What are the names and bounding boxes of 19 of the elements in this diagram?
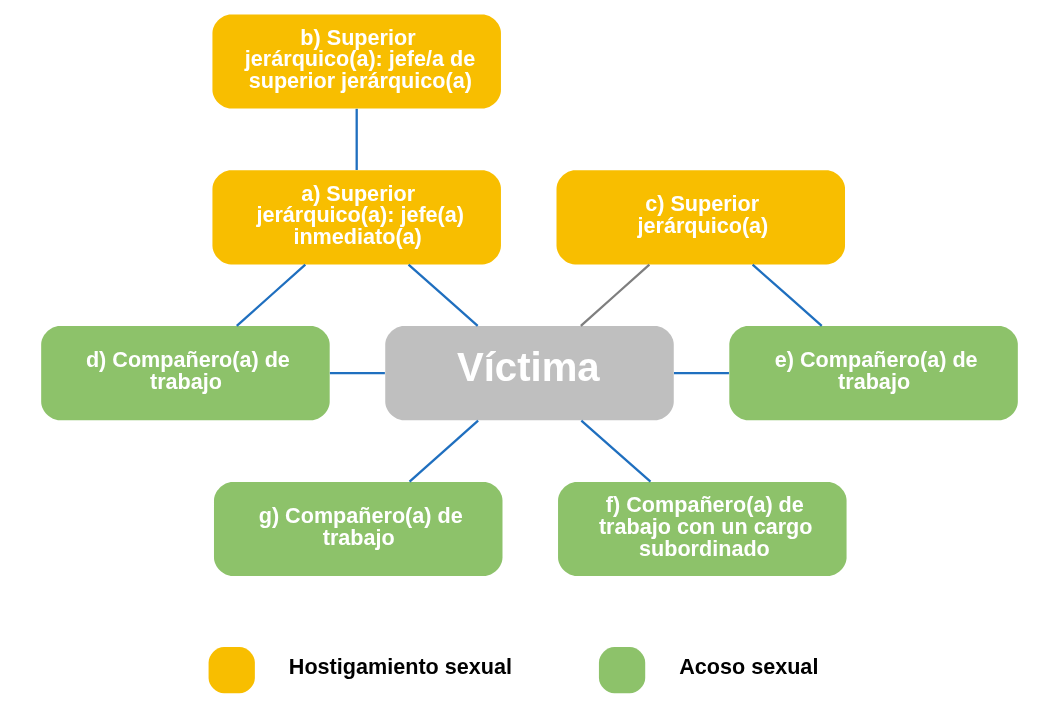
node-box: a) Superior jerárquico(a): jefe(a) inmediato(a) (212, 170, 501, 265)
connector (580, 263, 651, 327)
connector (674, 372, 729, 375)
connector (408, 419, 479, 483)
connector (236, 263, 307, 327)
node-box: b) Superior jerárquico(a): jefe/a de superior jerárquico(a) (212, 14, 501, 109)
node-box: e) Compañero(a) de trabajo (729, 326, 1018, 421)
legend-label: Hostigamiento sexual (288, 654, 513, 680)
node-box: d) Compañero(a) de trabajo (41, 326, 330, 421)
connector (407, 263, 479, 327)
connector (751, 263, 823, 327)
node-box: g) Compañero(a) de trabajo (214, 481, 503, 577)
connector (580, 419, 652, 483)
node-box: c) Superior jerárquico(a) (556, 170, 845, 265)
node-box: Víctima (385, 326, 674, 421)
connector (329, 372, 385, 375)
node-box: f) Compañero(a) de trabajo con un cargo subordinado (558, 481, 847, 577)
legend-label: Acoso sexual (679, 654, 819, 680)
connector (355, 108, 358, 170)
